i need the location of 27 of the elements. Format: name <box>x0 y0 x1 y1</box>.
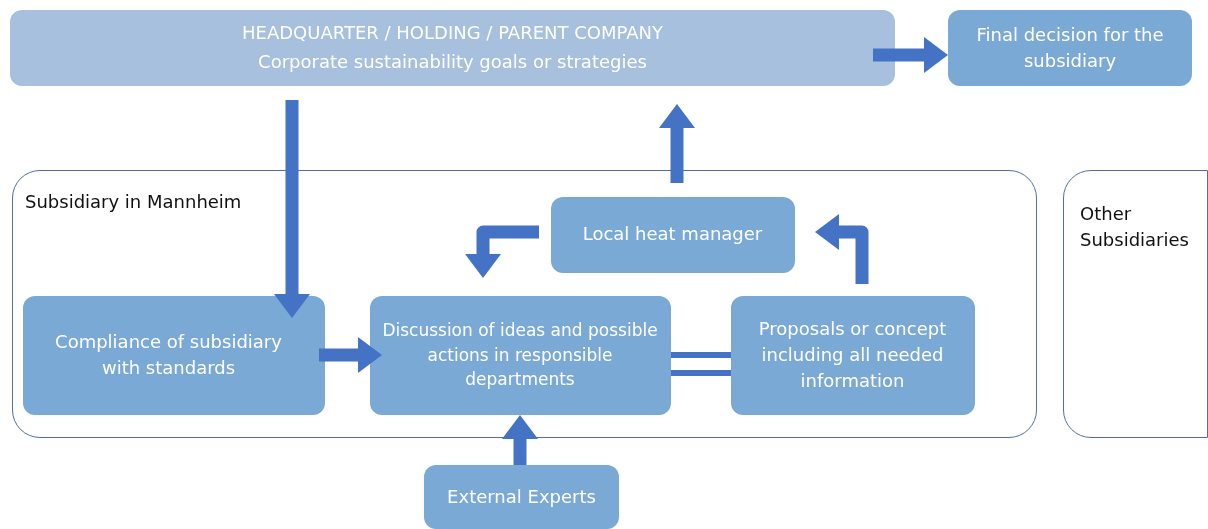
arrow <box>873 37 948 73</box>
box-label: External Experts <box>447 484 596 509</box>
process-box <box>369 295 671 415</box>
process-box <box>424 465 619 529</box>
heading-text: HEADQUARTER / HOLDING / PARENT COMPANY <box>242 21 663 46</box>
box-label: Proposals or concept including all needed information <box>757 316 948 394</box>
arrow <box>659 104 695 183</box>
arrow <box>815 214 869 284</box>
arrow <box>502 415 538 465</box>
arrow <box>319 337 382 373</box>
box-label: Local heat manager <box>582 222 763 247</box>
container-label: Subsidiary in Mannheim <box>25 190 242 214</box>
decision-box <box>948 10 1192 86</box>
box-label: Corporate sustainability goals or strategies <box>258 50 647 74</box>
box-label: Discussion of ideas and possible actions in responsible departments <box>381 319 659 392</box>
container-label: Other Subsidiaries <box>1080 202 1190 253</box>
subsidiaries-container <box>1063 170 1208 438</box>
process-box <box>22 295 325 415</box>
process-box <box>550 196 795 273</box>
arrow <box>465 225 539 278</box>
arrow <box>274 100 310 318</box>
headquarter-box <box>10 10 895 86</box>
double-line-connector <box>668 352 734 376</box>
subsidiary-container <box>12 170 1037 438</box>
box-label: Compliance of subsidiary with standards <box>54 329 283 380</box>
process-box <box>730 295 975 415</box>
box-label: Final decision for the subsidiary <box>975 22 1165 73</box>
